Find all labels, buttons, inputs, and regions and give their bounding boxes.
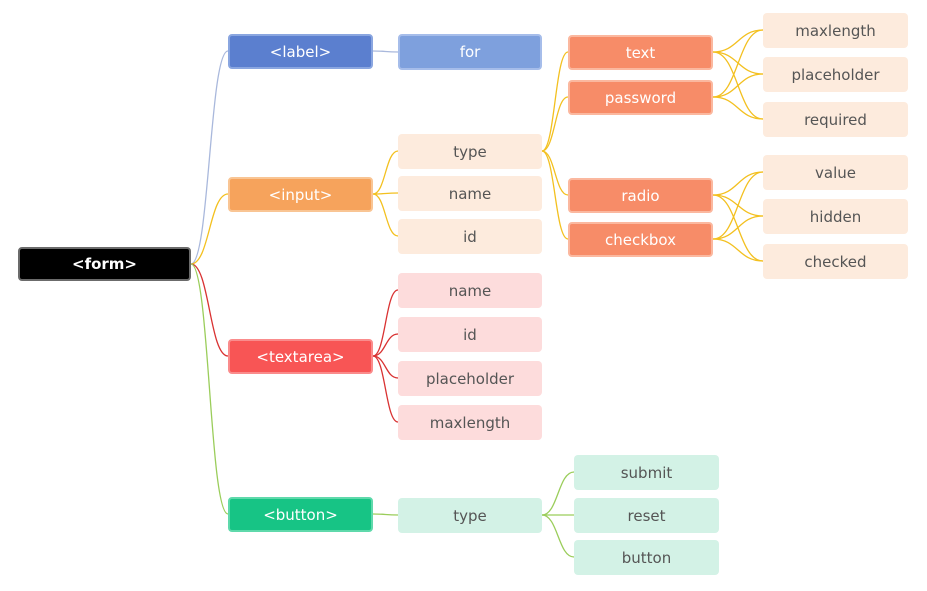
choice-attr-text: value: [815, 163, 856, 182]
button-type-node[interactable]: button: [574, 540, 719, 575]
input-attr-node[interactable]: type: [398, 134, 542, 169]
connector-type-option: [541, 96, 569, 152]
root-node-form[interactable]: <form>: [18, 247, 191, 281]
textarea-attr-node[interactable]: placeholder: [398, 361, 542, 396]
input-attr-text: type: [453, 142, 487, 161]
choice-attr-node[interactable]: hidden: [763, 199, 908, 234]
input-type-text: checkbox: [604, 230, 677, 249]
connector-textarea-attr: [372, 333, 399, 357]
connector-radio-attr: [712, 171, 764, 196]
input-attr-text: name: [448, 184, 492, 203]
connector-password-attr: [712, 96, 764, 120]
connector-text-attr: [712, 51, 764, 120]
button-type-text: button: [621, 548, 672, 567]
branch-input-title: <input>: [268, 185, 333, 204]
choice-attr-node[interactable]: checked: [763, 244, 908, 279]
label-attr-node[interactable]: for: [398, 34, 542, 70]
input-type-node[interactable]: radio: [568, 178, 713, 213]
button-type-text: submit: [620, 463, 673, 482]
connector-root-label: [190, 50, 229, 265]
branch-label-title: <label>: [269, 42, 332, 61]
text-attr-node[interactable]: required: [763, 102, 908, 137]
branch-button-title: <button>: [263, 505, 338, 524]
label-attr-text: for: [459, 43, 481, 61]
choice-attr-text: checked: [804, 252, 867, 271]
connector-label-attr: [372, 50, 399, 53]
connector-button-type: [541, 514, 575, 558]
text-attr-text: placeholder: [791, 65, 880, 84]
branch-input[interactable]: <input>: [228, 177, 373, 212]
connector-root-button: [190, 263, 229, 515]
connector-text-attr: [712, 51, 764, 75]
textarea-attr-node[interactable]: maxlength: [398, 405, 542, 440]
connector-root-textarea: [190, 263, 229, 357]
connector-type-option: [541, 51, 569, 152]
input-type-text: radio: [621, 186, 660, 205]
text-attr-node[interactable]: maxlength: [763, 13, 908, 48]
button-attr-text: type: [453, 506, 487, 525]
choice-attr-text: hidden: [809, 207, 862, 226]
connector-checkbox-attr: [712, 238, 764, 262]
button-attr-node[interactable]: type: [398, 498, 542, 533]
connector-type-option: [541, 150, 569, 196]
branch-textarea-title: <textarea>: [256, 347, 345, 366]
connector-textarea-attr: [372, 289, 399, 357]
button-type-node[interactable]: reset: [574, 498, 719, 533]
connector-button-type: [541, 471, 575, 516]
input-attr-node[interactable]: name: [398, 176, 542, 211]
button-type-text: reset: [627, 506, 666, 525]
textarea-attr-text: placeholder: [425, 369, 515, 388]
connector-type-option: [541, 150, 569, 240]
textarea-attr-node[interactable]: name: [398, 273, 542, 308]
textarea-attr-text: id: [463, 325, 477, 344]
button-type-node[interactable]: submit: [574, 455, 719, 490]
connector-text-attr: [712, 29, 764, 53]
input-attr-text: id: [463, 227, 477, 246]
text-attr-text: maxlength: [795, 21, 876, 40]
input-attr-node[interactable]: id: [398, 219, 542, 254]
input-type-node[interactable]: password: [568, 80, 713, 115]
connector-radio-attr: [712, 194, 764, 217]
textarea-attr-text: name: [448, 281, 492, 300]
text-attr-node[interactable]: placeholder: [763, 57, 908, 92]
connector-input-attr: [372, 150, 399, 195]
connector-button-attr: [372, 513, 399, 516]
textarea-attr-text: maxlength: [429, 413, 511, 432]
input-type-text: text: [625, 43, 656, 62]
textarea-attr-node[interactable]: id: [398, 317, 542, 352]
connector-input-attr: [372, 193, 399, 237]
choice-attr-node[interactable]: value: [763, 155, 908, 190]
branch-label[interactable]: <label>: [228, 34, 373, 69]
connector-textarea-attr: [372, 355, 399, 423]
branch-textarea[interactable]: <textarea>: [228, 339, 373, 374]
branch-button[interactable]: <button>: [228, 497, 373, 532]
input-type-node[interactable]: checkbox: [568, 222, 713, 257]
input-type-text: password: [604, 88, 677, 107]
connector-input-attr: [372, 192, 399, 195]
connector-root-input: [190, 193, 229, 265]
root-node-label: <form>: [72, 255, 137, 273]
text-attr-text: required: [804, 110, 867, 129]
connector-radio-attr: [712, 194, 764, 262]
input-type-node[interactable]: text: [568, 35, 713, 70]
